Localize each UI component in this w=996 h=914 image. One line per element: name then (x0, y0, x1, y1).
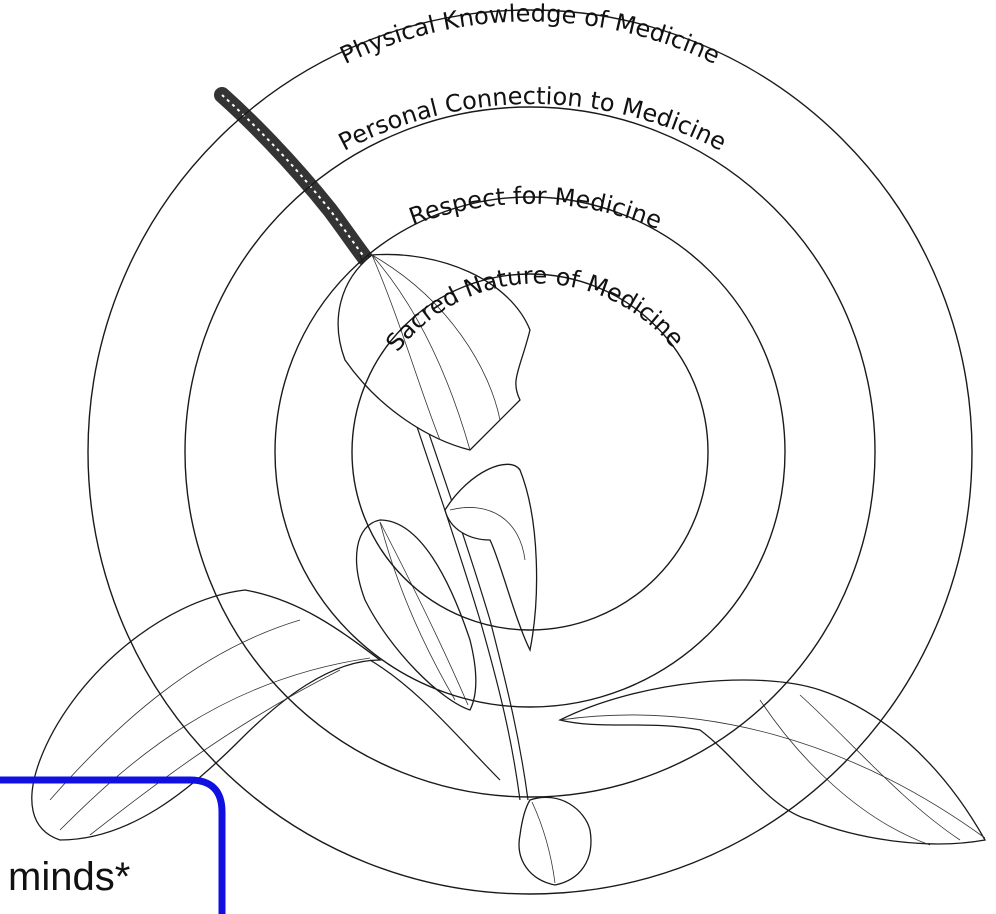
ring-label-respect: Respect for Medicine (405, 182, 666, 235)
flower-spike (222, 95, 365, 258)
bottom-leaf (519, 797, 591, 885)
right-leaf (560, 680, 985, 844)
far-left-leaf (32, 590, 380, 840)
callout-text: minds* (8, 855, 130, 899)
ring-label-physical: Physical Knowledge of Medicine (336, 0, 725, 70)
ring-label-personal: Personal Connection to Medicine (334, 82, 731, 156)
plantain-plant-illustration (32, 95, 985, 885)
